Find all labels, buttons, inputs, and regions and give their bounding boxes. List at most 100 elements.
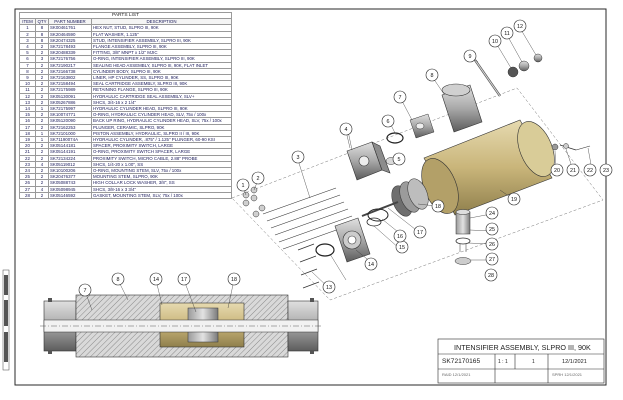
balloon-label: 1 bbox=[242, 183, 245, 189]
cell-description: BACK UP RING, HYDRAULIC CYLINDER HEAD, S… bbox=[91, 117, 232, 125]
balloon bbox=[236, 178, 250, 192]
cell-description: HIGH COLLAR LOCK WASHER, 3/8", SS bbox=[91, 179, 232, 187]
balloon bbox=[583, 163, 597, 177]
balloon bbox=[500, 26, 514, 40]
balloon bbox=[413, 225, 427, 239]
cell-description: CYLINDER BODY, SLPRO III, 90K bbox=[91, 67, 232, 76]
cell-description: SHCS, 3/4-16 x 2 1/4" bbox=[91, 98, 232, 107]
balloon bbox=[488, 34, 502, 48]
balloon bbox=[485, 206, 499, 220]
balloon bbox=[364, 257, 378, 271]
cell-description: GASKET, MOUNTING STEM, SLV, 75x / 100x bbox=[91, 191, 232, 200]
balloon bbox=[393, 229, 407, 243]
balloon-label: 7 bbox=[399, 95, 402, 101]
cell-description: PISTON ASSEMBLY, HYDRAULIC, SLPRO II / I… bbox=[91, 129, 232, 138]
studs bbox=[262, 187, 357, 250]
balloon-label: 2 bbox=[257, 176, 260, 182]
balloon-label: 8 bbox=[117, 277, 120, 283]
balloon-label: 28 bbox=[488, 273, 494, 279]
balloon-label: 14 bbox=[368, 262, 374, 268]
balloon bbox=[322, 280, 336, 294]
balloon-label: 23 bbox=[603, 168, 609, 174]
parts-list-title: PARTS LIST bbox=[19, 12, 232, 19]
balloon-label: 15 bbox=[399, 245, 405, 251]
drawing-title: INTENSIFIER ASSEMBLY, SLPRO III, 90K bbox=[454, 343, 591, 352]
balloon-label: 18 bbox=[231, 277, 237, 283]
balloon-label: 12 bbox=[517, 24, 523, 30]
balloon bbox=[485, 237, 499, 251]
balloon-label: 10 bbox=[492, 39, 498, 45]
balloon-label: 27 bbox=[489, 257, 495, 263]
balloon bbox=[431, 199, 445, 213]
cell-description: FLANGE ASSEMBLY, SLPRO III, 90K bbox=[91, 42, 232, 51]
section-view bbox=[40, 294, 322, 358]
balloon bbox=[392, 152, 406, 166]
balloon-label: 18 bbox=[435, 204, 441, 210]
balloon-label: 5 bbox=[398, 157, 401, 163]
cell-description: HEX NUT, STUD, SLPRO III, 90K bbox=[91, 24, 232, 32]
parts-list-table: PARTS LIST ITEM QTY PART NUMBER DESCRIPT… bbox=[19, 12, 232, 200]
cylinder-body bbox=[441, 83, 483, 133]
exploded-view bbox=[242, 53, 591, 289]
mounting-stem bbox=[454, 209, 472, 265]
cylinder-head bbox=[334, 217, 371, 263]
balloon-label: 9 bbox=[469, 54, 472, 60]
balloon-label: 14 bbox=[153, 277, 159, 283]
piston-assembly bbox=[391, 178, 429, 217]
balloon-label: 7 bbox=[84, 288, 87, 294]
balloon bbox=[484, 268, 498, 282]
header-part-number: PART NUMBER bbox=[48, 18, 92, 26]
drawing-date: 12/1/2021 bbox=[562, 359, 587, 365]
hydraulic-cylinder bbox=[421, 119, 555, 216]
balloon-label: 17 bbox=[181, 277, 187, 283]
balloon-label: 25 bbox=[489, 227, 495, 233]
drawing-part-number: SK72170165 bbox=[442, 358, 481, 365]
cell-qty: 2 bbox=[35, 191, 49, 200]
balloon-label: 13 bbox=[326, 285, 332, 291]
balloon bbox=[111, 272, 125, 286]
cell-description: O-RING, PROXIMITY SWITCH SPACER, LARGE bbox=[91, 148, 232, 156]
cell-description: PLUNGER, CERAMIC, SLPRO, 90K bbox=[91, 123, 232, 131]
nuts-washers bbox=[242, 186, 266, 218]
title-block: INTENSIFIER ASSEMBLY, SLPRO III, 90K SK7… bbox=[438, 339, 604, 383]
cell-description: HYDRAULIC CARTRIDGE SEAL ASSEMBLY, SLV+ bbox=[91, 92, 232, 100]
cell-description: LINER, HP CYLINDER, SS, SLPRO III, 90K bbox=[91, 74, 232, 82]
sealing-head bbox=[409, 113, 435, 139]
cell-description: STUD, INTENSIFIER ASSEMBLY, SLPRO III, 9… bbox=[91, 36, 232, 45]
drawn-by: RAID 12/1/2021 bbox=[442, 372, 471, 377]
title-block-frame bbox=[437, 338, 605, 384]
cell-description: O-RING, HYDRAULIC CYLINDER HEAD, SLV, 75… bbox=[91, 111, 232, 119]
cell-description: HYDRAULIC CYLINDER HEAD, SLPRO III, 90K bbox=[91, 105, 232, 113]
balloon bbox=[251, 171, 265, 185]
balloon bbox=[566, 163, 580, 177]
balloon-label: 22 bbox=[587, 168, 593, 174]
sheet-border bbox=[14, 8, 607, 386]
cell-description: HYDRAULIC CYLINDER, .875" / 1.125" PLUNG… bbox=[91, 136, 232, 144]
parts-list-header-row: ITEM QTY PART NUMBER DESCRIPTION bbox=[19, 18, 232, 26]
balloon-label: 26 bbox=[489, 242, 495, 248]
balloon bbox=[339, 122, 353, 136]
cell-item: 28 bbox=[19, 191, 36, 200]
balloon-label: 17 bbox=[417, 230, 423, 236]
cell-description: O-RING, MOUNTING STEM, SLV, 75x / 100x bbox=[91, 167, 232, 175]
balloon bbox=[291, 150, 305, 164]
drawing-sheet-number: 1 bbox=[532, 359, 535, 365]
drawing-scale: 1 : 1 bbox=[498, 359, 508, 365]
